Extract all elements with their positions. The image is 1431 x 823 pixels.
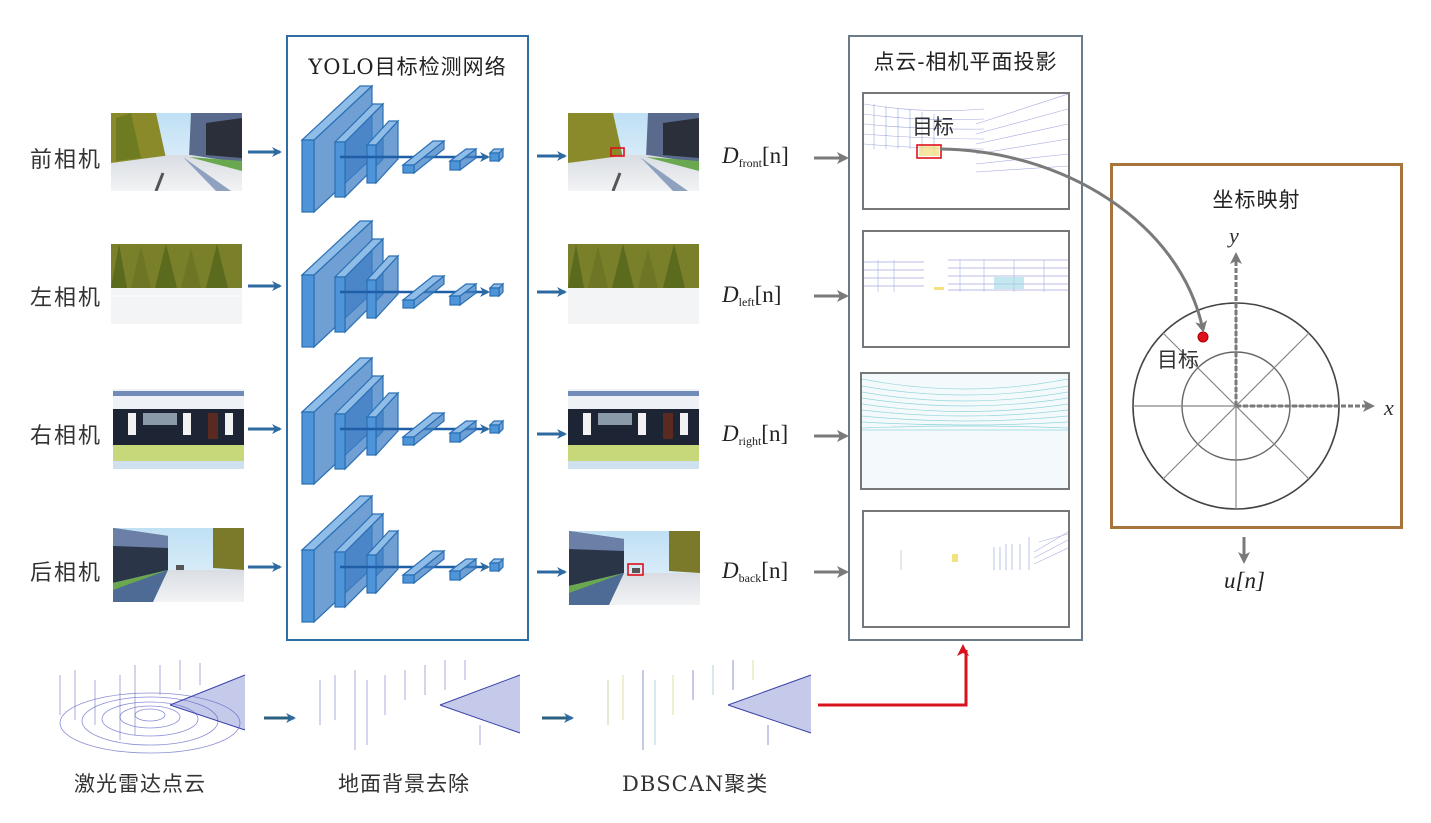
left-camera-image <box>111 244 242 324</box>
projection-panel-left <box>862 230 1070 348</box>
arrow-d-back-to-projection <box>814 566 849 578</box>
d-base: D <box>722 421 739 446</box>
camera-label-left: 左相机 <box>30 286 103 311</box>
arrow-ground-removed-to-dbscan <box>542 713 574 723</box>
lidar-raw-label: 激光雷达点云 <box>74 772 206 796</box>
output-layer <box>488 282 505 298</box>
y-axis-label: y <box>1227 223 1239 248</box>
conv-layer <box>333 237 385 334</box>
camera-label-front: 前相机 <box>30 148 103 173</box>
back-camera-image <box>113 528 244 602</box>
arrow-left-to-yolo <box>248 281 282 291</box>
camera-label-right: 右相机 <box>30 424 103 449</box>
mapping-target-label: 目标 <box>1157 348 1199 372</box>
arrow-front-to-yolo <box>248 147 282 157</box>
back-detection-image <box>569 531 700 605</box>
yolo-network-diagrams <box>300 84 505 624</box>
arrow-d-right-to-projection <box>814 430 849 442</box>
d-base: D <box>722 558 739 583</box>
right-camera-image <box>113 389 244 469</box>
projection-box: 点云-相机平面投影 目标 <box>848 35 1083 641</box>
fc-layer <box>448 282 478 307</box>
arrow-yolo-to-back-detection <box>537 567 567 577</box>
fc-layer <box>401 139 446 175</box>
right-detection-image <box>568 389 699 469</box>
d-suffix: [n] <box>761 558 789 583</box>
fc-layer <box>448 147 478 172</box>
dbscan-label: DBSCAN聚类 <box>622 772 769 796</box>
d-suffix: [n] <box>761 421 789 446</box>
conv-layer <box>365 254 400 320</box>
yolo-cnn-stack <box>300 84 505 214</box>
fc-layer <box>448 419 478 444</box>
target-point <box>1197 331 1209 343</box>
dbscan-clustered-pointcloud <box>607 660 812 750</box>
x-axis-label: x <box>1383 395 1394 420</box>
d-back-label: Dback[n] <box>722 558 788 586</box>
arrow-d-left-to-projection <box>814 290 849 302</box>
detection-box <box>627 563 644 576</box>
d-subscript: back <box>738 571 762 585</box>
conv-layer <box>365 529 400 595</box>
conv-layer <box>333 374 385 471</box>
arrow-right-to-yolo <box>248 424 282 434</box>
front-camera-image <box>111 113 242 191</box>
d-base: D <box>722 282 739 307</box>
d-subscript: front <box>738 156 762 170</box>
left-detection-image <box>568 244 699 324</box>
fc-layer <box>401 549 446 585</box>
ground-removed-pointcloud <box>319 660 521 750</box>
d-base: D <box>722 143 739 168</box>
mapping-title: 坐标映射 <box>1212 188 1301 212</box>
arrow-yolo-to-right-detection <box>537 429 567 439</box>
arrow-yolo-to-left-detection <box>537 287 567 297</box>
projection-panel-front: 目标 <box>862 92 1070 210</box>
projection-panel-back <box>862 510 1070 628</box>
ground-removal-label: 地面背景去除 <box>338 772 470 796</box>
output-label: u[n] <box>1224 568 1265 593</box>
front-detection-image <box>568 113 699 191</box>
yolo-cnn-stack <box>300 219 505 349</box>
d-suffix: [n] <box>761 143 789 168</box>
arrow-raw-to-ground-removed <box>264 713 296 723</box>
detection-box <box>610 147 625 157</box>
conv-layer <box>365 119 400 185</box>
output-layer <box>488 419 505 435</box>
projection-panel-right <box>860 372 1070 490</box>
yolo-cnn-stack <box>300 356 505 486</box>
arrow-yolo-to-front-detection <box>537 151 567 161</box>
polar-coordinate-plot: y x 目标 <box>1132 223 1394 510</box>
lidar-raw-pointcloud <box>59 660 246 754</box>
output-layer <box>488 147 505 163</box>
yolo-title: YOLO目标检测网络 <box>308 55 507 79</box>
projection-target-label: 目标 <box>912 115 954 139</box>
d-subscript: left <box>738 295 755 309</box>
d-suffix: [n] <box>754 282 782 307</box>
conv-layer <box>365 391 400 457</box>
fc-layer <box>401 411 446 447</box>
fc-layer <box>401 274 446 310</box>
projection-title: 点云-相机平面投影 <box>873 50 1058 74</box>
output-arrow <box>1238 537 1250 564</box>
d-right-label: Dright[n] <box>722 421 788 449</box>
yolo-cnn-stack <box>300 494 505 624</box>
d-left-label: Dleft[n] <box>722 282 781 310</box>
arrow-back-to-yolo <box>248 562 282 572</box>
arrow-d-front-to-projection <box>814 152 849 164</box>
d-subscript: right <box>738 434 762 448</box>
fc-layer <box>448 557 478 582</box>
output-layer <box>488 557 505 573</box>
d-front-label: Dfront[n] <box>722 143 789 171</box>
camera-label-back: 后相机 <box>30 561 103 586</box>
